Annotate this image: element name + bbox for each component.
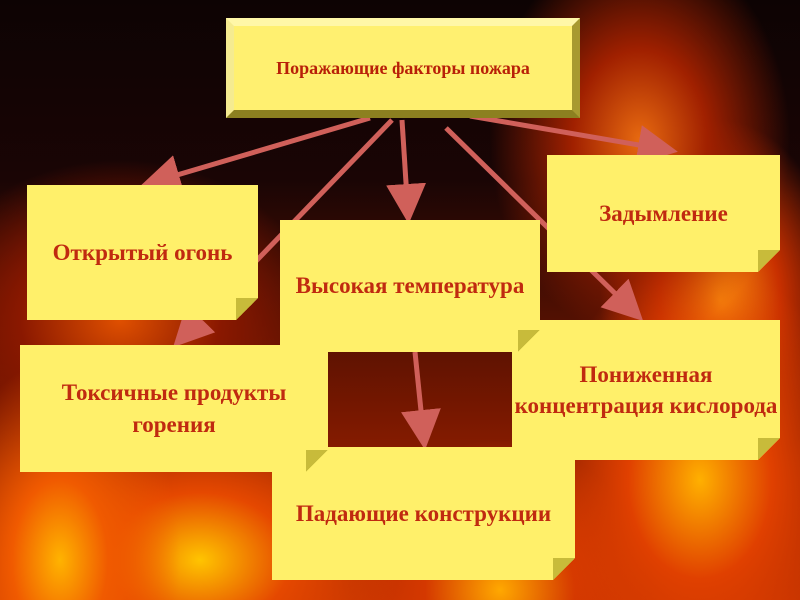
factor-label: Высокая температура bbox=[295, 273, 525, 299]
factor-low-oxygen: Пониженная концентрация кислорода bbox=[512, 320, 780, 460]
fold-corner bbox=[518, 330, 540, 352]
factor-label: Токсичные продукты горения bbox=[61, 380, 287, 437]
factor-open-fire: Открытый огонь bbox=[27, 185, 258, 320]
factor-label: Пониженная концентрация кислорода bbox=[514, 361, 778, 418]
fold-corner bbox=[758, 438, 780, 460]
arrow-to-oxygen bbox=[444, 126, 644, 321]
factor-smoke: Задымление bbox=[547, 155, 780, 272]
fold-corner bbox=[306, 450, 328, 472]
fold-corner bbox=[758, 250, 780, 272]
arrow-to-falling bbox=[401, 351, 441, 450]
arrow-to-open-fire bbox=[140, 115, 371, 194]
factor-label: Падающие конструкции bbox=[295, 500, 552, 526]
title-text: Поражающие факторы пожара bbox=[276, 57, 530, 78]
title-box: Поражающие факторы пожара bbox=[226, 18, 580, 118]
fold-corner bbox=[236, 298, 258, 320]
factor-falling-structures: Падающие конструкции bbox=[272, 447, 575, 580]
arrow-to-smoke bbox=[469, 113, 678, 165]
factor-high-temperature: Высокая температура bbox=[280, 220, 540, 352]
fold-corner bbox=[553, 558, 575, 580]
arrow-to-temperature bbox=[386, 119, 427, 224]
factor-label: Задымление bbox=[599, 200, 728, 226]
factor-label: Открытый огонь bbox=[52, 239, 233, 265]
